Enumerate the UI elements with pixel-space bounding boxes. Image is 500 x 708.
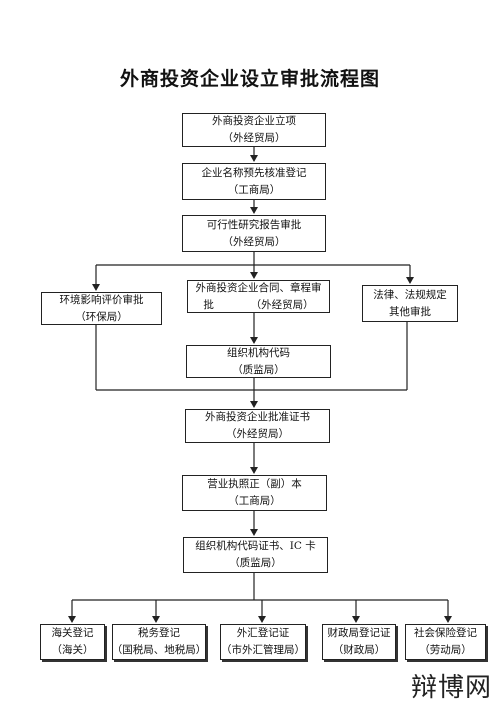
node-org-code-label: 组织机构代码: [227, 346, 290, 359]
node-insurance-agency: （劳动局）: [419, 644, 472, 656]
node-customs-label: 海关登记: [51, 627, 94, 639]
node-name-registration: 企业名称预先核准登记 （工商局）: [182, 163, 326, 200]
node-finance-agency: （财政局）: [332, 644, 386, 656]
node-name-registration-agency: （工商局）: [227, 183, 281, 196]
node-contract-label: 外商投资企业合同、章程审: [195, 281, 322, 294]
node-certificate-label: 外商投资企业批准证书: [205, 411, 310, 423]
node-contract: 外商投资企业合同、章程审 批 （外经贸局）: [187, 280, 330, 313]
node-feasibility-agency: （外经贸局）: [222, 235, 286, 248]
node-eia-agency: （环保局）: [75, 310, 128, 323]
node-eia: 环境影响评价审批 （环保局）: [41, 292, 162, 325]
node-license-label: 营业执照正（副）本: [207, 478, 302, 490]
node-project-label: 外商投资企业立项: [212, 115, 296, 127]
node-project: 外商投资企业立项 （外经贸局）: [182, 113, 326, 147]
node-org-cert-label: 组织机构代码证书、IC 卡: [195, 540, 316, 552]
node-license: 营业执照正（副）本 （工商局）: [182, 475, 327, 511]
node-insurance: 社会保险登记 （劳动局）: [405, 624, 486, 660]
node-legal: 法律、法规规定 其他审批: [362, 285, 458, 322]
watermark-logo: 辩博网: [410, 673, 492, 703]
node-customs: 海关登记 （海关）: [40, 624, 105, 660]
node-feasibility-label: 可行性研究报告审批: [206, 218, 302, 231]
node-legal-label-2: 其他审批: [389, 305, 431, 318]
node-customs-agency: （海关）: [51, 644, 94, 656]
node-org-code: 组织机构代码 （质监局）: [186, 345, 331, 378]
node-finance-label: 财政局登记证: [327, 627, 391, 639]
node-feasibility: 可行性研究报告审批 （外经贸局）: [182, 215, 326, 252]
node-insurance-label: 社会保险登记: [414, 627, 477, 639]
node-forex-label: 外汇登记证: [236, 627, 290, 639]
node-eia-label: 环境影响评价审批: [59, 293, 144, 306]
node-org-cert-agency: （质监局）: [229, 557, 282, 569]
node-forex-agency: （市外汇管理局）: [221, 644, 305, 656]
node-org-code-agency: （质监局）: [232, 363, 285, 376]
node-certificate: 外商投资企业批准证书 （外经贸局）: [185, 409, 330, 443]
node-contract-agency: 批 （外经贸局）: [203, 298, 314, 311]
node-org-cert: 组织机构代码证书、IC 卡 （质监局）: [183, 537, 328, 573]
node-forex: 外汇登记证 （市外汇管理局）: [220, 624, 306, 660]
node-license-agency: （工商局）: [228, 495, 281, 507]
node-tax-agency: （国税局、地税局）: [111, 644, 207, 656]
node-certificate-agency: （外经贸局）: [226, 428, 289, 440]
node-tax: 税务登记 （国税局、地税局）: [112, 624, 206, 660]
node-name-registration-label: 企业名称预先核准登记: [201, 166, 307, 179]
node-project-agency: （外经贸局）: [222, 132, 286, 144]
node-tax-label: 税务登记: [138, 627, 180, 639]
node-legal-label: 法律、法规规定: [373, 288, 447, 301]
node-finance: 财政局登记证 （财政局）: [322, 624, 396, 660]
page-title: 外商投资企业设立审批流程图: [119, 68, 380, 90]
